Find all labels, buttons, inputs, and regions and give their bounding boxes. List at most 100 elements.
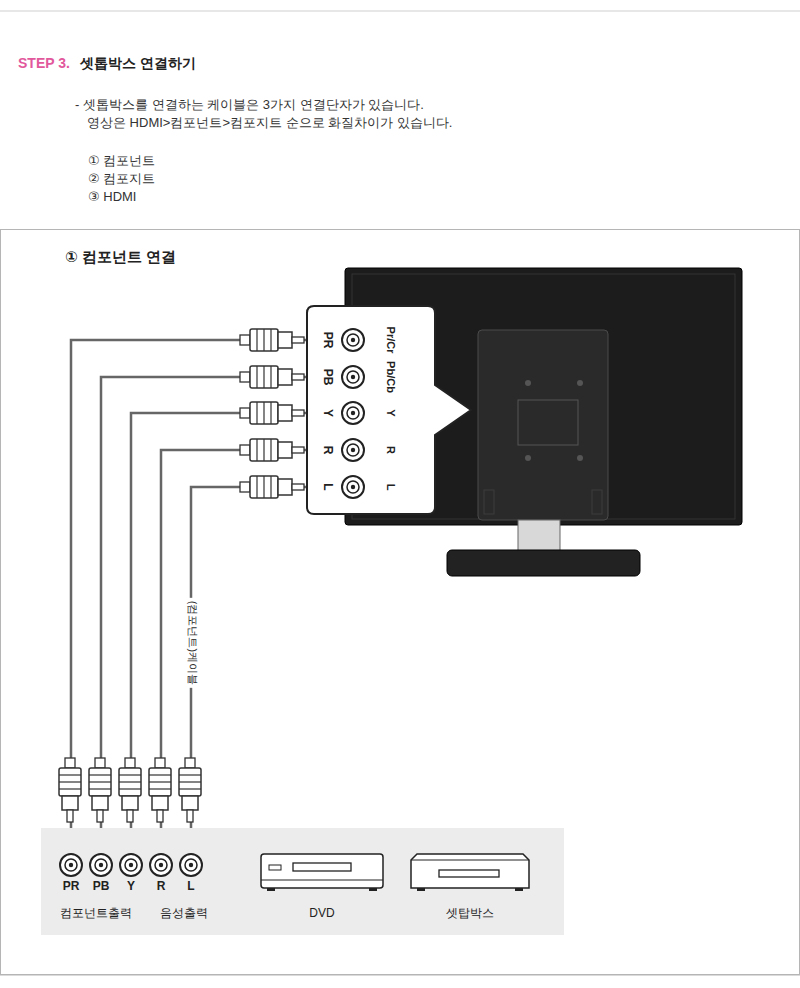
cable-label: (컴포넌트)케이블 xyxy=(183,597,200,687)
device-outline xyxy=(411,854,529,888)
device-foot xyxy=(267,888,275,891)
device-foot xyxy=(515,888,523,891)
rca-jack xyxy=(120,854,142,876)
av-cable xyxy=(191,487,306,828)
port-label: Pb/Cb xyxy=(383,361,396,393)
separator-line xyxy=(0,11,800,12)
step-title: 셋톱박스 연결하기 xyxy=(80,55,196,72)
callout-outline xyxy=(307,306,471,514)
rca-jack-pin xyxy=(129,863,133,867)
list-item: ① 컴포넌트 xyxy=(88,153,155,169)
rca-jack xyxy=(342,366,364,388)
av-cable xyxy=(161,450,306,828)
vesa-hole xyxy=(577,455,583,461)
button xyxy=(269,865,281,870)
section-heading: ① 컴포넌트 연결 xyxy=(65,248,176,266)
rca-plug xyxy=(179,758,201,822)
rca-plug xyxy=(240,329,304,351)
rca-plug xyxy=(240,439,304,461)
port-label: L xyxy=(383,484,396,491)
back-panel xyxy=(478,330,608,520)
vesa-hole xyxy=(525,380,531,386)
rca-jack-inner xyxy=(155,859,167,871)
rca-plug xyxy=(240,476,304,498)
plug-label: PR xyxy=(321,332,335,349)
rca-jack-pin xyxy=(189,863,193,867)
rca-jack-inner xyxy=(125,859,137,871)
port-label: PB xyxy=(93,879,110,893)
stand-neck xyxy=(518,520,560,552)
vent xyxy=(592,490,602,514)
device-foot xyxy=(369,888,377,891)
device-foot xyxy=(417,888,425,891)
port-label: R xyxy=(157,879,166,893)
vesa-hole xyxy=(577,380,583,386)
rca-jack-inner xyxy=(347,371,359,383)
rca-jack-inner xyxy=(65,859,77,871)
rca-jack xyxy=(342,402,364,424)
rca-jack-inner xyxy=(347,444,359,456)
rca-jack-inner xyxy=(185,859,197,871)
rca-jack xyxy=(342,476,364,498)
av-cable xyxy=(101,377,306,828)
rca-jack-pin xyxy=(351,448,355,452)
av-cable xyxy=(71,340,306,828)
rca-jack xyxy=(180,854,202,876)
settop-box: 셋탑박스 xyxy=(409,850,531,924)
section-frame: PRPBYRLPr/CrPb/CbYRLDVD셋탑박스PRPBYRL컴포넌트출력… xyxy=(0,229,800,975)
device-outline xyxy=(261,854,383,888)
description: - 셋톱박스를 연결하는 케이블은 3가지 연결단자가 있습니다. xyxy=(75,97,424,113)
rca-plug xyxy=(240,366,304,388)
rca-jack-pin xyxy=(99,863,103,867)
device-line xyxy=(411,860,529,861)
rca-jack xyxy=(60,854,82,876)
description: 영상은 HDMI>컴포넌트>컴포지트 순으로 화질차이가 있습니다. xyxy=(87,115,452,131)
device-label: DVD xyxy=(309,906,334,920)
dvd-player: DVD xyxy=(259,850,385,924)
rca-jack-inner xyxy=(95,859,107,871)
rca-jack-inner xyxy=(347,481,359,493)
tv-port-panel: PRPBYRLPr/CrPb/CbYRL xyxy=(306,305,436,515)
rca-jack xyxy=(150,854,172,876)
rca-jack-inner xyxy=(347,334,359,346)
card-slot xyxy=(439,870,499,877)
port-label: Y xyxy=(383,409,396,416)
plug-label: L xyxy=(321,483,335,490)
rca-jack-inner xyxy=(347,407,359,419)
rca-jack-pin xyxy=(351,338,355,342)
rca-jack-pin xyxy=(69,863,73,867)
vesa-plate xyxy=(518,400,578,445)
rca-plug xyxy=(240,402,304,424)
port-label: Y xyxy=(127,879,135,893)
av-cable xyxy=(131,413,306,828)
list-item: ② 컴포지트 xyxy=(88,171,155,187)
port-label: R xyxy=(383,446,396,454)
port-label: Pr/Cr xyxy=(383,327,396,354)
rca-jack-pin xyxy=(351,411,355,415)
stand-base xyxy=(447,550,640,576)
rca-plug xyxy=(119,758,141,822)
list-item: ③ HDMI xyxy=(88,189,136,205)
rca-jack xyxy=(90,854,112,876)
vent xyxy=(484,490,494,514)
device-line xyxy=(261,880,383,881)
disc-slot xyxy=(293,863,351,871)
rca-jack-pin xyxy=(351,375,355,379)
device-label: 셋탑박스 xyxy=(446,906,494,920)
source-output-panel: DVD셋탑박스PRPBYRL컴포넌트출력음성출력 xyxy=(41,828,564,935)
vesa-hole xyxy=(525,455,531,461)
rca-jack-pin xyxy=(351,485,355,489)
step-number: STEP 3. xyxy=(18,55,70,72)
rca-jack xyxy=(342,439,364,461)
rca-plug xyxy=(59,758,81,822)
port-label: PR xyxy=(63,879,80,893)
plug-label: Y xyxy=(321,409,335,417)
output-label: 컴포넌트출력 xyxy=(60,906,132,920)
output-label: 음성출력 xyxy=(160,906,208,920)
rca-jack-pin xyxy=(159,863,163,867)
plug-label: PB xyxy=(321,369,335,386)
rca-plug xyxy=(89,758,111,822)
rca-plug xyxy=(149,758,171,822)
